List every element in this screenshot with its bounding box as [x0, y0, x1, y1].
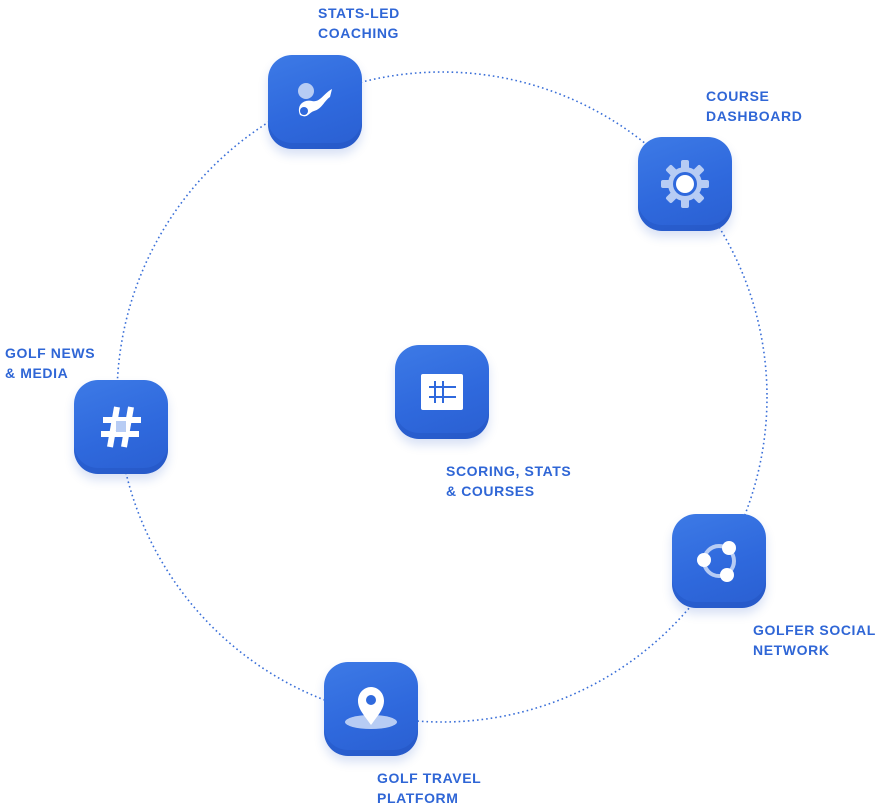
label-line-1: STATS-LED	[318, 5, 400, 21]
golf-travel-platform-tile[interactable]	[324, 662, 418, 756]
label-line-2: & COURSES	[446, 483, 535, 499]
share-network-icon	[697, 541, 736, 582]
course-dashboard-tile[interactable]	[638, 137, 732, 231]
scorecard-grid-icon	[421, 374, 463, 410]
label-line-1: SCORING, STATS	[446, 463, 572, 479]
label-line-2: COACHING	[318, 25, 400, 41]
scoring-stats-courses-label: SCORING, STATS & COURSES	[446, 461, 571, 501]
location-pin-icon	[345, 687, 397, 729]
label-line-1: GOLF NEWS	[5, 345, 96, 361]
stats-led-coaching-tile[interactable]	[268, 55, 362, 149]
golf-travel-platform-label: GOLF TRAVEL PLATFORM	[377, 768, 481, 808]
gear-icon	[661, 160, 709, 208]
stats-led-coaching-label: STATS-LED COACHING	[318, 3, 400, 43]
golfer-social-network-tile[interactable]	[672, 514, 766, 608]
coaching-swoosh-icon	[298, 83, 332, 117]
label-line-2: NETWORK	[753, 642, 830, 658]
label-line-2: DASHBOARD	[706, 108, 803, 124]
golf-news-media-label: GOLF NEWS & MEDIA	[5, 343, 95, 383]
scoring-stats-courses-tile[interactable]	[395, 345, 489, 439]
hashtag-icon	[101, 406, 141, 448]
golfer-social-network-label: GOLFER SOCIAL NETWORK	[753, 620, 876, 660]
label-line-2: & MEDIA	[5, 365, 69, 381]
course-dashboard-label: COURSE DASHBOARD	[706, 86, 802, 126]
golf-news-media-tile[interactable]	[74, 380, 168, 474]
label-line-1: GOLF TRAVEL	[377, 770, 482, 786]
label-line-2: PLATFORM	[377, 790, 459, 806]
label-line-1: GOLFER SOCIAL	[753, 622, 876, 638]
label-line-1: COURSE	[706, 88, 770, 104]
